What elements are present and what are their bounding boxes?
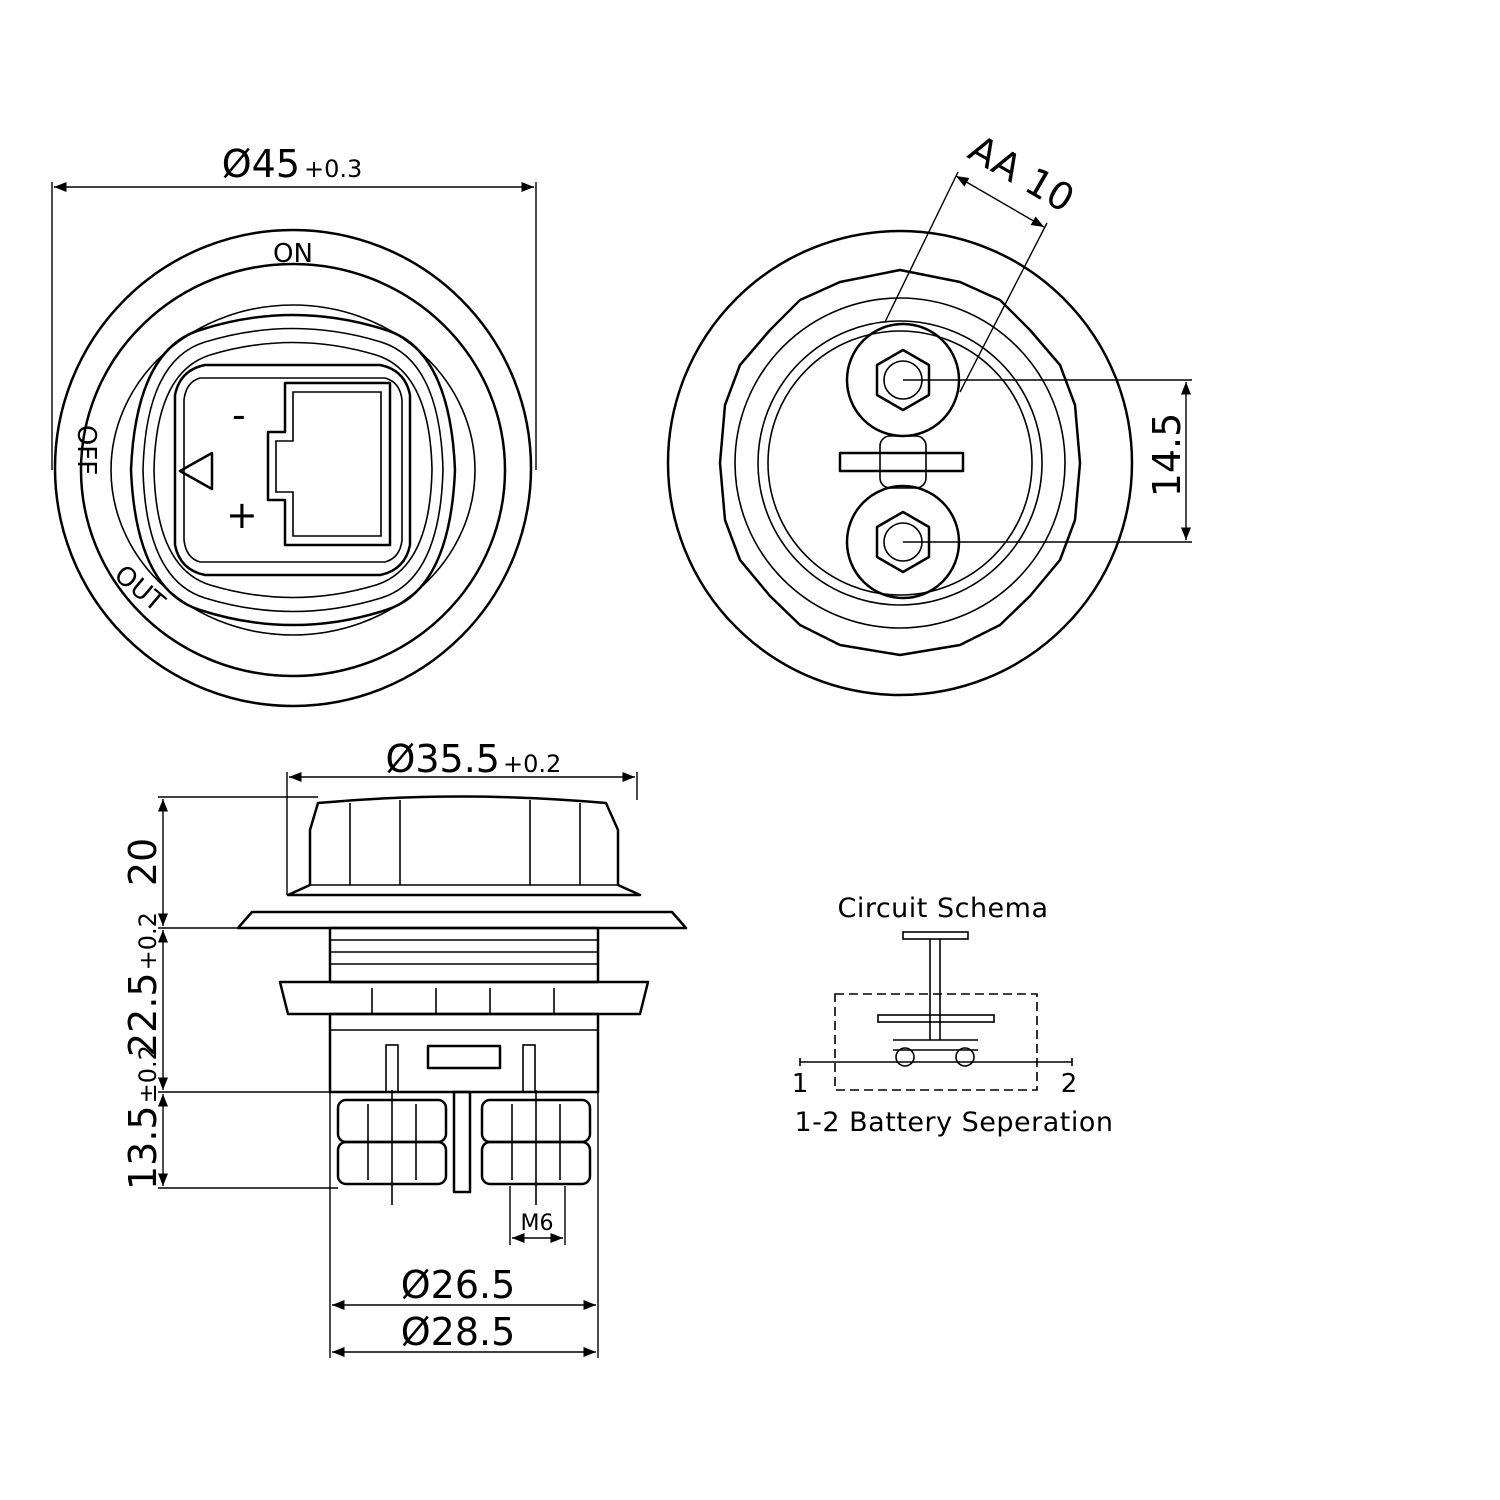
lower-body — [328, 1012, 600, 1094]
height-body-tolerance: +0.2 — [134, 912, 162, 970]
warning-triangle-icon — [178, 451, 214, 491]
diameter-45-tolerance: +0.3 — [304, 155, 362, 183]
height-body-text: 22.5+0.2 — [121, 912, 165, 1057]
minus-sign: - — [232, 393, 246, 437]
outer-ring — [53, 228, 533, 708]
plus-sign: + — [226, 493, 258, 537]
mounting-nut — [278, 980, 650, 1016]
contact-bar — [877, 1014, 995, 1023]
terminal-2-label: 2 — [1061, 1069, 1078, 1099]
threaded-body — [328, 926, 600, 984]
handle-pocket-inner — [183, 377, 403, 563]
inner-diameter-label: Ø26.5 — [401, 1263, 516, 1307]
handle-pocket — [173, 363, 412, 577]
center-tab — [452, 1090, 472, 1194]
lower-hex-nut — [875, 510, 931, 574]
thread-label: M6 — [521, 1211, 554, 1236]
actuator-head — [902, 931, 969, 940]
bridge-link — [879, 435, 927, 489]
knob-outline-inner-2 — [153, 341, 433, 599]
upper-hex-nut — [875, 348, 931, 412]
side-view: Ø35.5 +0.2 — [121, 737, 688, 1358]
knob-outline — [129, 313, 457, 627]
knob-diameter-label: Ø35.5 — [385, 737, 500, 781]
circuit-title: Circuit Schema — [837, 893, 1048, 924]
third-ring — [110, 304, 476, 636]
contact-bridge — [893, 1039, 978, 1051]
terminal-spacing-label: 14.5 — [1145, 413, 1189, 498]
left-post — [385, 1044, 399, 1093]
rear-view: AA 10 14.5 — [666, 126, 1192, 697]
position-out-label: OUT — [108, 560, 170, 619]
battery-symbol-outer — [266, 381, 392, 547]
knob-outline-inner — [142, 327, 444, 613]
terminal-1-label: 1 — [792, 1069, 809, 1099]
diameter-45-label: Ø45 — [222, 142, 300, 186]
height-terminal-text: 13.5±0.2 — [121, 1045, 165, 1190]
rear-inner-ring-1 — [734, 297, 1066, 629]
circuit-schema: Circuit Schema 1 2 1-2 Battery Seperatio… — [792, 893, 1113, 1138]
rear-outer-ring — [666, 229, 1134, 697]
contact-left — [895, 1047, 915, 1067]
across-flats-extension-right — [959, 222, 1048, 393]
knob-diameter-tolerance: +0.2 — [503, 750, 561, 778]
height-terminal-tolerance: ±0.2 — [134, 1045, 162, 1103]
lower-body-slot — [426, 1044, 502, 1070]
position-off-label: OFF — [71, 425, 101, 475]
across-flats-dimension-line — [955, 175, 1045, 228]
switch-housing-dashed — [834, 993, 1038, 1091]
rear-inner-ring-3 — [767, 330, 1033, 596]
height-body-label: 22.5 — [121, 972, 165, 1057]
across-flats-label: AA 10 — [961, 126, 1081, 221]
position-on-label: ON — [273, 239, 313, 269]
second-ring — [79, 262, 507, 678]
height-terminal-label: 13.5 — [121, 1105, 165, 1190]
flange — [236, 910, 688, 930]
contact-right — [955, 1047, 975, 1067]
outer-diameter-label: Ø28.5 — [401, 1310, 516, 1354]
across-flats-extension-left — [884, 171, 959, 323]
right-post — [522, 1044, 536, 1093]
battery-symbol-inner — [275, 391, 382, 537]
height-knob-label: 20 — [121, 838, 165, 886]
rear-inner-ring-2 — [757, 320, 1043, 606]
bridge-bar — [838, 451, 965, 473]
front-view: Ø45 +0.3 - + ON OFF OUT — [51, 142, 537, 708]
circuit-caption: 1-2 Battery Seperation — [794, 1107, 1113, 1138]
knob-profile — [286, 795, 642, 897]
rear-scalloped-ring — [718, 268, 1082, 657]
